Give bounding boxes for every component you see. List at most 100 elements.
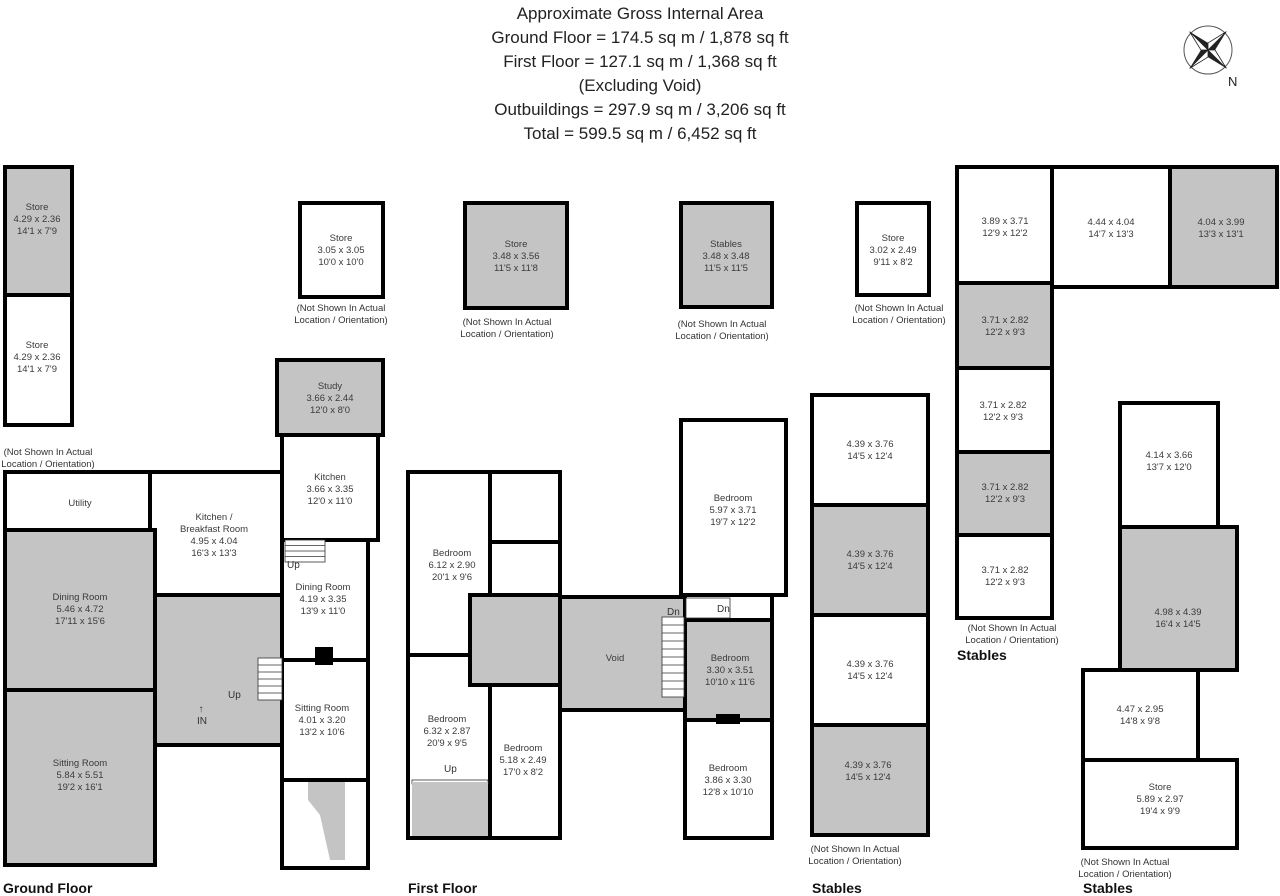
up-marker: Up bbox=[287, 560, 300, 571]
location-note: Location / Orientation) bbox=[675, 331, 768, 342]
room-label: 4.04 x 3.99 bbox=[1197, 217, 1244, 228]
room-dimension: 14'1 x 7'9 bbox=[17, 226, 57, 237]
room-label: Store bbox=[505, 239, 528, 250]
stable bbox=[1118, 525, 1239, 672]
room-dimension: 5.89 x 2.97 bbox=[1136, 794, 1183, 805]
room-dimension: 12'2 x 9'3 bbox=[985, 327, 1025, 338]
room-label: Store bbox=[26, 202, 49, 213]
room-dimension: 16'4 x 14'5 bbox=[1155, 619, 1200, 630]
room-label: 3.71 x 2.82 bbox=[979, 400, 1026, 411]
room-dimension: 3.86 x 3.30 bbox=[704, 775, 751, 786]
room-dimension: 14'7 x 13'3 bbox=[1088, 229, 1133, 240]
room-dimension: 3.66 x 3.35 bbox=[306, 484, 353, 495]
room-dimension: 13'3 x 13'1 bbox=[1198, 229, 1243, 240]
store-room bbox=[298, 201, 385, 299]
stables-title: Stables bbox=[957, 647, 1007, 663]
location-note: Location / Orientation) bbox=[294, 315, 387, 326]
location-note: (Not Shown In Actual bbox=[968, 623, 1057, 634]
location-note: (Not Shown In Actual bbox=[4, 447, 93, 458]
room-dimension: 14'1 x 7'9 bbox=[17, 364, 57, 375]
room-dimension: 19'7 x 12'2 bbox=[710, 517, 755, 528]
room-dimension: 13'7 x 12'0 bbox=[1146, 462, 1191, 473]
room-dimension: 3.30 x 3.51 bbox=[706, 665, 753, 676]
room-dimension: 12'0 x 11'0 bbox=[308, 496, 353, 507]
room-dimension: 3.48 x 3.56 bbox=[492, 251, 539, 262]
room-dimension: 4.01 x 3.20 bbox=[298, 715, 345, 726]
void-exclusion-note: (Excluding Void) bbox=[579, 76, 702, 95]
room-label: Kitchen bbox=[314, 472, 346, 483]
landing bbox=[468, 593, 562, 687]
stable bbox=[1050, 165, 1172, 289]
kitchen bbox=[280, 433, 380, 542]
store-room bbox=[3, 165, 74, 297]
room-label: Dining Room bbox=[296, 582, 351, 593]
stable bbox=[955, 281, 1054, 370]
room-label: Store bbox=[1149, 782, 1172, 793]
room-dimension: 4.95 x 4.04 bbox=[190, 536, 237, 547]
room-dimension: 14'5 x 12'4 bbox=[847, 561, 892, 572]
stable bbox=[1081, 668, 1200, 762]
room-dimension: 11'5 x 11'8 bbox=[494, 263, 538, 274]
room-dimension: 6.32 x 2.87 bbox=[423, 726, 470, 737]
stable bbox=[810, 503, 930, 617]
room-label: Study bbox=[318, 381, 343, 392]
cloakroom-corridor bbox=[308, 782, 345, 860]
room-label: Bedroom bbox=[433, 548, 472, 559]
room-label: Sitting Room bbox=[53, 758, 107, 769]
room-dimension: 10'10 x 11'6 bbox=[705, 677, 755, 688]
area-title: Approximate Gross Internal Area bbox=[517, 4, 764, 23]
room-label: 4.98 x 4.39 bbox=[1154, 607, 1201, 618]
room-dimension: 12'8 x 10'10 bbox=[703, 787, 754, 798]
room-label: 3.71 x 2.82 bbox=[981, 315, 1028, 326]
stable bbox=[955, 450, 1054, 537]
room-dimension: 16'3 x 13'3 bbox=[191, 548, 236, 559]
ground-floor-area: Ground Floor = 174.5 sq m / 1,878 sq ft bbox=[491, 28, 788, 47]
room-dimension: 4.29 x 2.36 bbox=[13, 214, 60, 225]
room-label: 4.39 x 3.76 bbox=[846, 659, 893, 670]
room-dimension: 3.05 x 3.05 bbox=[317, 245, 364, 256]
entrance-marker: IN bbox=[197, 716, 207, 727]
room-dimension: 6.12 x 2.90 bbox=[428, 560, 475, 571]
room-dimension: 17'11 x 15'6 bbox=[55, 616, 105, 627]
room-dimension: 12'9 x 12'2 bbox=[982, 228, 1027, 239]
room-dimension: 3.48 x 3.48 bbox=[702, 251, 749, 262]
down-marker: Dn bbox=[667, 607, 680, 618]
bedroom bbox=[679, 418, 788, 597]
staircase bbox=[284, 539, 326, 563]
stair-landing bbox=[412, 782, 488, 836]
room-dimension: 14'8 x 9'8 bbox=[1120, 716, 1160, 727]
room-dimension: 13'9 x 11'0 bbox=[301, 606, 346, 617]
room-dimension: 19'2 x 16'1 bbox=[57, 782, 102, 793]
room-label: Bedroom bbox=[709, 763, 748, 774]
stable bbox=[955, 533, 1054, 620]
store-room bbox=[1081, 758, 1239, 850]
room-label: Void bbox=[606, 653, 625, 664]
room-dimension: 12'2 x 9'3 bbox=[985, 577, 1025, 588]
room-dimension: 12'2 x 9'3 bbox=[985, 494, 1025, 505]
room-label: 4.44 x 4.04 bbox=[1087, 217, 1134, 228]
outbuildings-area: Outbuildings = 297.9 sq m / 3,206 sq ft bbox=[494, 100, 786, 119]
room-label: 4.39 x 3.76 bbox=[844, 760, 891, 771]
entrance-arrow-icon: ↑ bbox=[199, 704, 204, 715]
room-label: 3.89 x 3.71 bbox=[981, 216, 1028, 227]
room-dimension: 20'9 x 9'5 bbox=[427, 738, 467, 749]
room-dimension: 12'0 x 8'0 bbox=[310, 405, 350, 416]
dining-room bbox=[3, 528, 157, 692]
compass-icon: N bbox=[1183, 25, 1237, 89]
room-dimension: 5.46 x 4.72 bbox=[56, 604, 103, 615]
stables-room bbox=[679, 201, 774, 309]
room-dimension: 12'2 x 9'3 bbox=[983, 412, 1023, 423]
room-dimension: 4.29 x 2.36 bbox=[13, 352, 60, 363]
stable bbox=[955, 366, 1054, 454]
total-area: Total = 599.5 sq m / 6,452 sq ft bbox=[524, 124, 757, 143]
room-dimension: 11'5 x 11'5 bbox=[704, 263, 748, 274]
room-label: Bedroom bbox=[711, 653, 750, 664]
location-note: (Not Shown In Actual bbox=[678, 319, 767, 330]
stable bbox=[955, 165, 1054, 285]
room-dimension: Breakfast Room bbox=[180, 524, 248, 535]
room-dimension: 3.02 x 2.49 bbox=[869, 245, 916, 256]
en-suite bbox=[488, 470, 562, 544]
ground-floor-title: Ground Floor bbox=[3, 880, 93, 896]
location-note: Location / Orientation) bbox=[1, 459, 94, 470]
